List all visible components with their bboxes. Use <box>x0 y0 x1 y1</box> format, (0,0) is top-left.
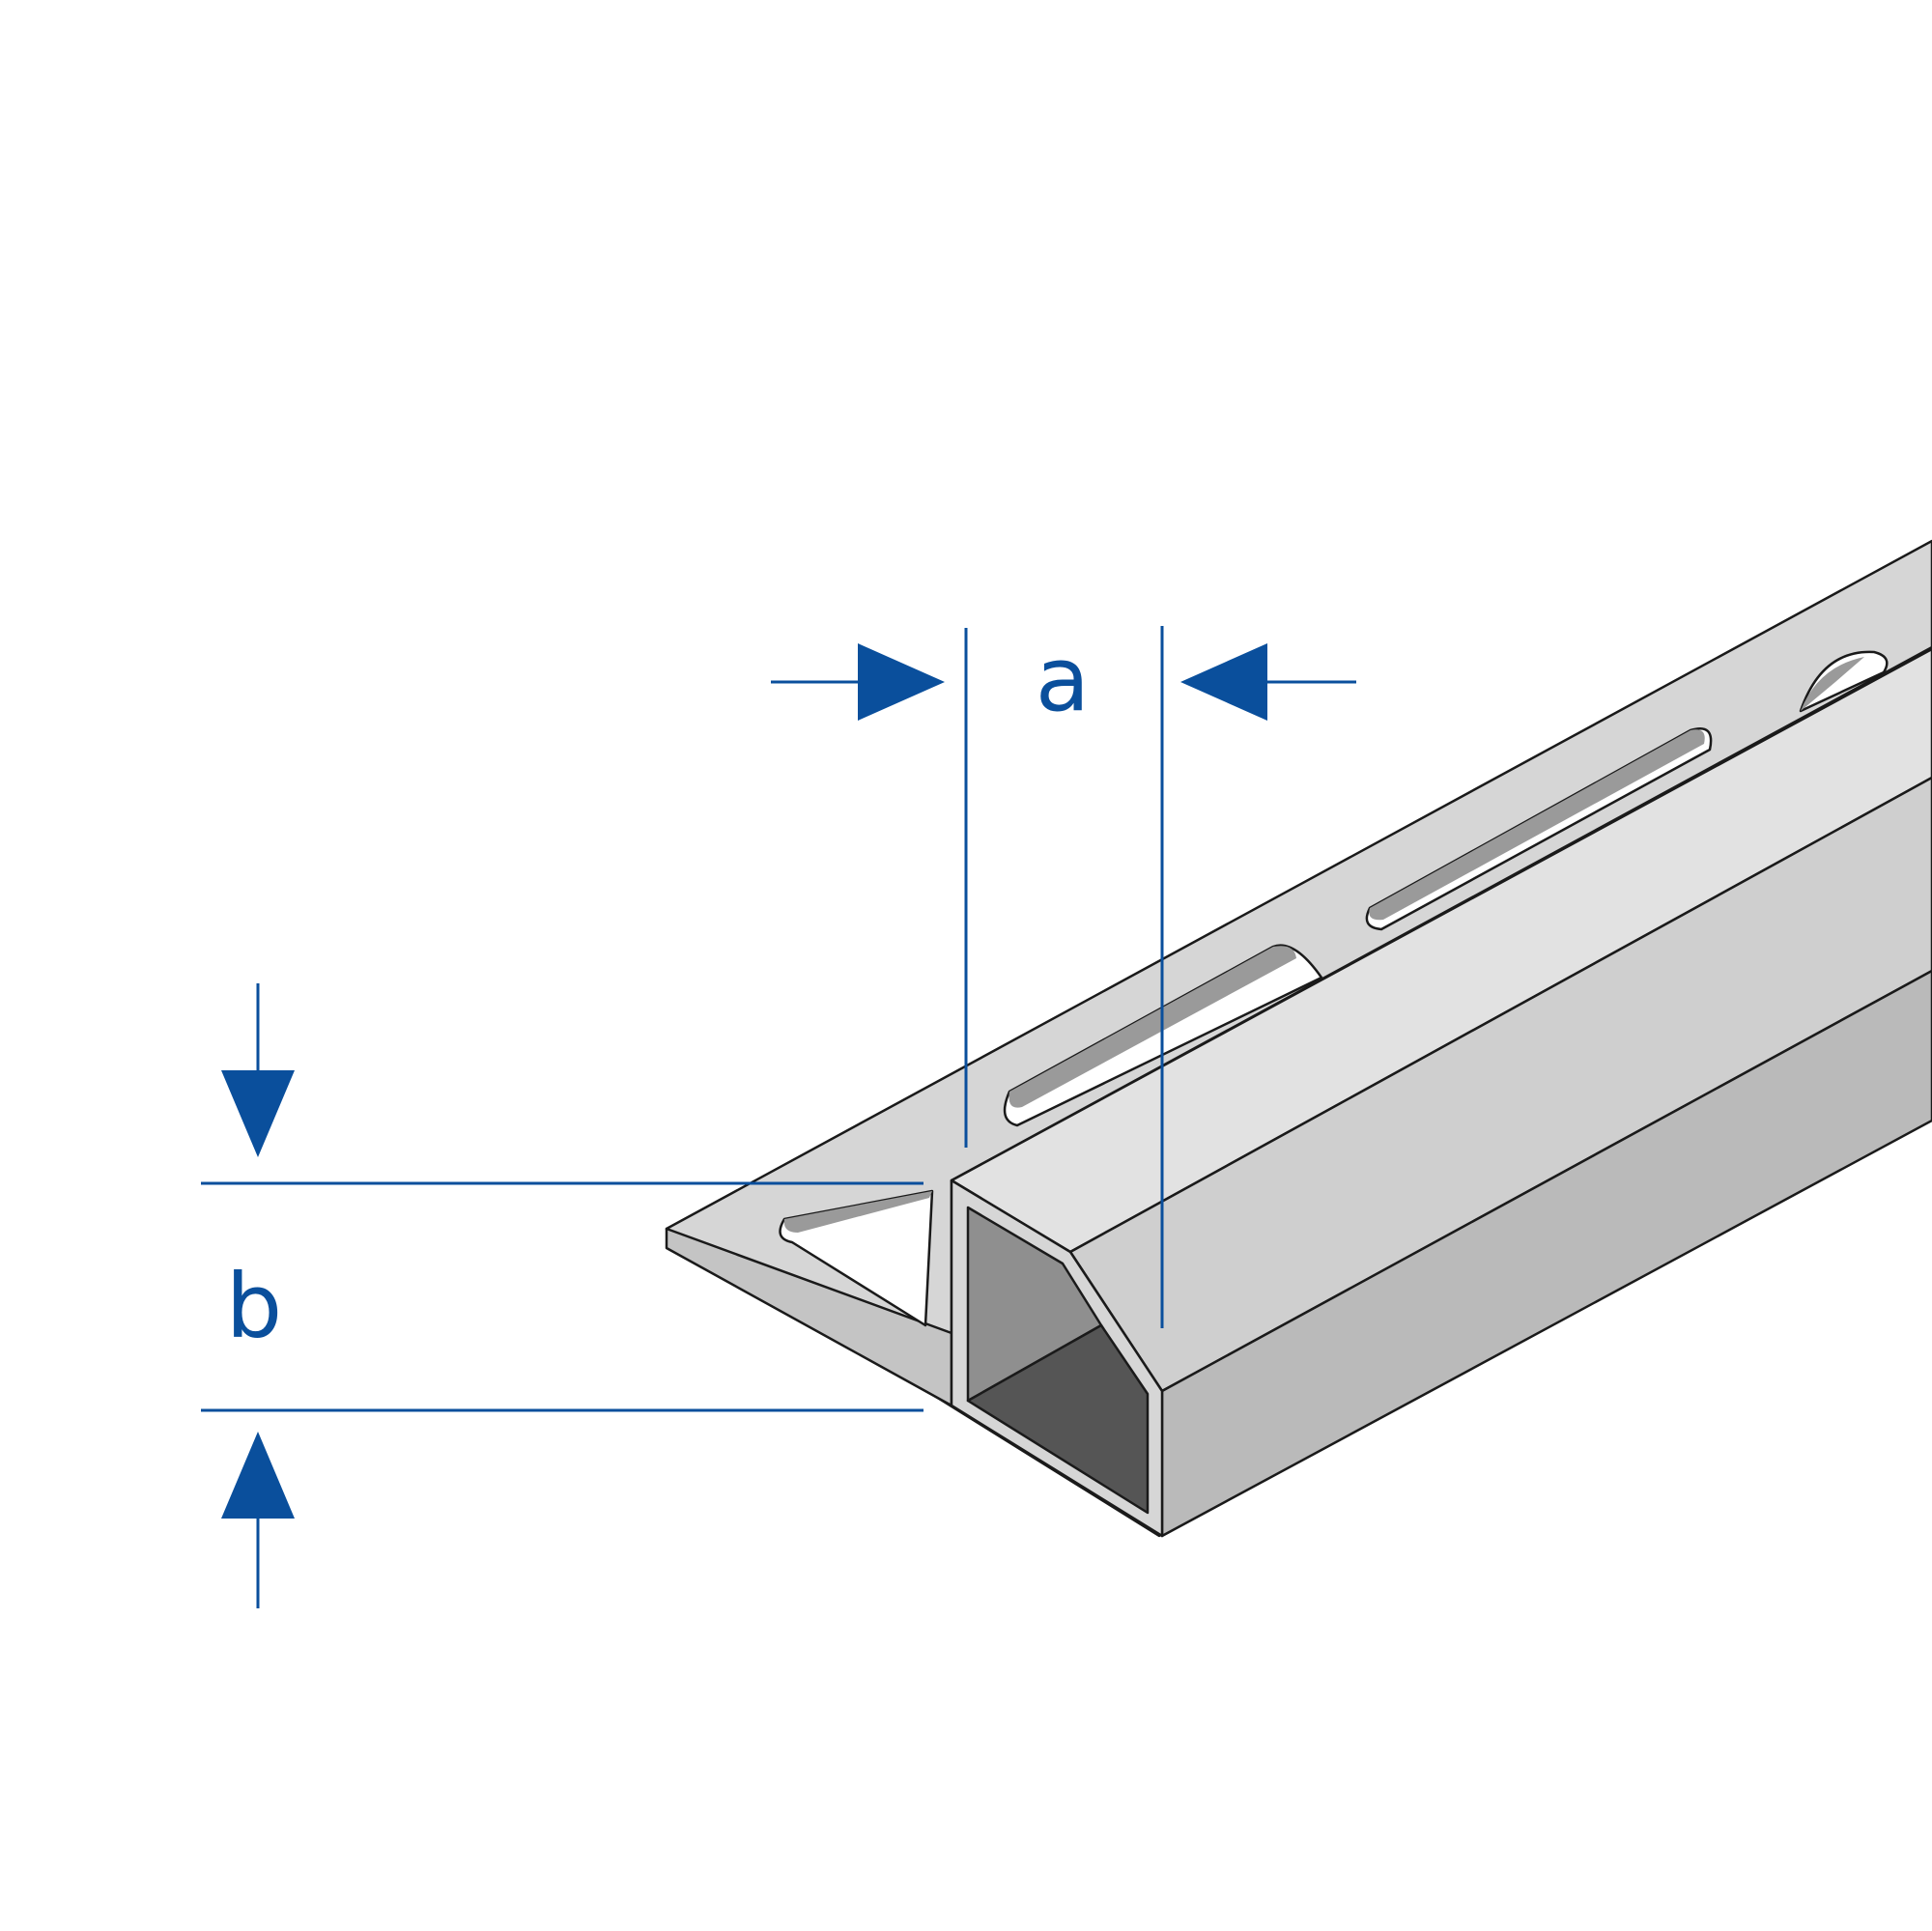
flange-slot-3 <box>1799 650 1889 713</box>
arrow-left-icon <box>1180 643 1267 721</box>
dimension-a-label: a <box>1036 628 1090 731</box>
arrow-down-icon <box>221 1070 295 1157</box>
arrow-up-icon <box>221 1432 295 1519</box>
profile-inner-wall-dark <box>966 1323 1150 1515</box>
flange-slot-2-shade <box>1369 729 1705 921</box>
flange-slot-1-shade <box>1009 946 1296 1108</box>
flange-slot-front-shade <box>783 1191 932 1233</box>
arrow-right-icon <box>858 643 945 721</box>
dimension-b-label: b <box>226 1255 282 1358</box>
flange-slot-3-shade <box>1801 657 1864 711</box>
